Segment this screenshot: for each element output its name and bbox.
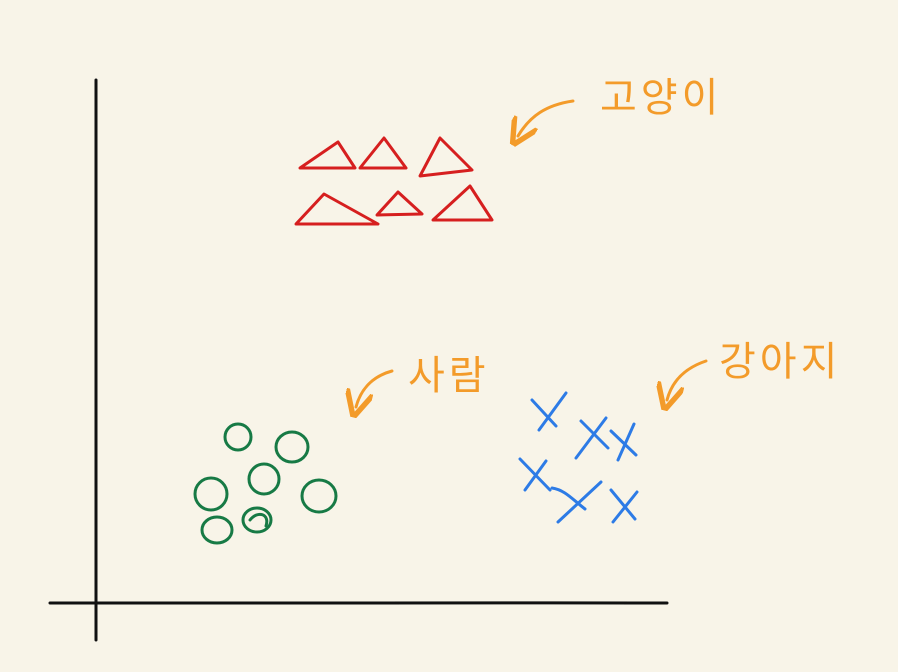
cat-triangle-5 — [375, 190, 424, 217]
cat-triangle-3 — [418, 136, 474, 178]
axes — [48, 78, 669, 642]
dog-x-2 — [574, 416, 610, 460]
cat-triangle-6 — [431, 184, 494, 222]
cat-triangle-4 — [294, 192, 380, 226]
person-circle-2 — [274, 430, 310, 464]
person-circle-6 — [200, 515, 234, 545]
person-arrow — [356, 369, 394, 407]
person-circle-7 — [241, 506, 273, 534]
person-cluster — [193, 422, 338, 545]
dog-x-5 — [550, 480, 603, 524]
annotation-arrows — [356, 99, 708, 407]
dog-x-1 — [530, 391, 568, 432]
cat-label: 고양이 — [600, 75, 722, 121]
dog-x-6 — [609, 488, 639, 524]
dog-x-3 — [609, 422, 638, 462]
person-circle-3 — [247, 462, 281, 496]
cat-arrow — [518, 99, 575, 136]
person-circle-inner-stroke — [248, 512, 269, 528]
dog-label: 강아지 — [719, 339, 841, 385]
dog-cluster — [518, 391, 639, 524]
dog-arrow — [667, 359, 708, 400]
person-circle-1 — [223, 422, 253, 452]
cat-triangle-1 — [298, 140, 357, 170]
dog-x-4 — [518, 457, 552, 492]
cat-triangle-2 — [358, 136, 408, 170]
cat-cluster — [294, 136, 494, 226]
person-circle-4 — [193, 476, 229, 512]
person-label: 사람 — [408, 353, 490, 399]
person-circle-5 — [300, 478, 338, 514]
